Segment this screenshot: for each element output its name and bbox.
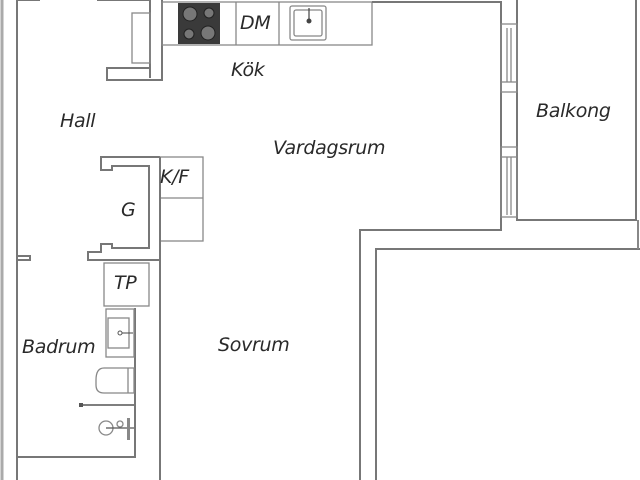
room-label-laundry: TP [114, 272, 137, 294]
neighbor-wall [375, 248, 640, 480]
window-icon [500, 23, 518, 93]
hall-top-wall [97, 0, 151, 78]
bathroom-wall [16, 257, 136, 458]
living-room-wall [359, 1, 502, 480]
room-label-balcony: Balkong [536, 100, 611, 122]
room-label-living-room: Vardagsrum [273, 137, 386, 159]
hall-wall-left [16, 0, 40, 480]
wardrobe-wall [87, 156, 160, 261]
closet-ledge [106, 0, 163, 81]
room-label-dishwasher: DM [240, 12, 271, 34]
toilet-icon [95, 367, 135, 394]
balcony-wall [516, 0, 637, 221]
closet-box [131, 12, 151, 64]
room-label-bedroom: Sovrum [218, 334, 290, 356]
window-icon [500, 146, 518, 218]
room-label-kitchen: Kök [231, 59, 265, 81]
bath-sink-icon [105, 308, 135, 358]
sink-icon [289, 5, 327, 41]
room-label-bathroom: Badrum [22, 336, 96, 358]
room-label-hall: Hall [60, 110, 96, 132]
room-label-fridge-freezer: K/F [160, 166, 189, 188]
room-label-wardrobe: G [121, 199, 136, 221]
laundry-box [103, 262, 150, 307]
kitchen-counter [161, 1, 373, 46]
